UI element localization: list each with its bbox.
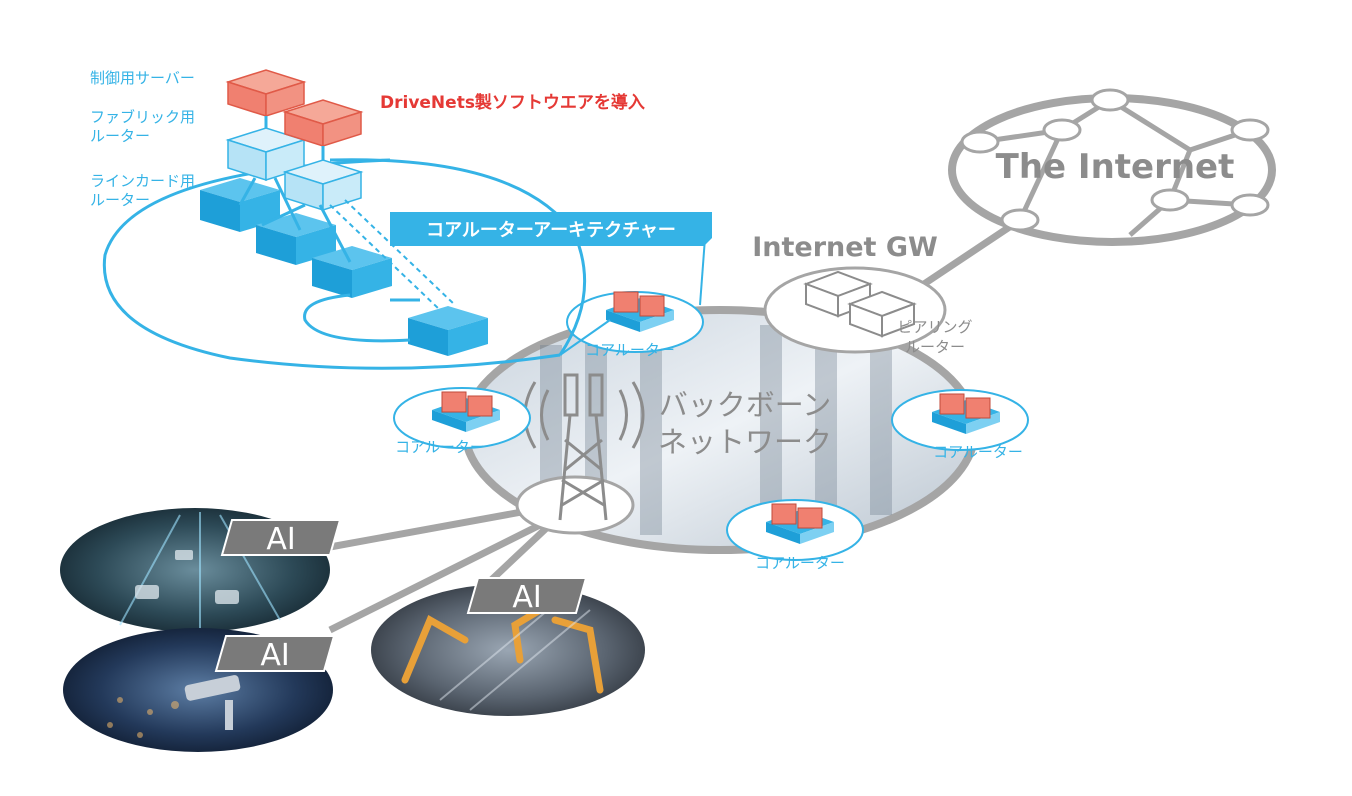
- ai-surveillance-city: AI: [63, 628, 336, 752]
- internet-title: The Internet: [996, 147, 1235, 187]
- peering-label-line1: ピアリング: [897, 318, 972, 336]
- tower-node: [515, 373, 645, 535]
- control-servers: [225, 69, 364, 148]
- core-router-label: コアルーター: [755, 554, 845, 572]
- core-router-bottom: コアルーター: [726, 499, 864, 572]
- peering-label-line2: ルーター: [905, 338, 965, 356]
- backbone-label-line1: バックボーン: [659, 388, 832, 422]
- fabric-router-label-line2: ルーター: [90, 127, 150, 145]
- ai-label: AI: [260, 638, 289, 673]
- internet-cloud: The Internet: [948, 88, 1276, 246]
- fabric-router-label-line1: ファブリック用: [90, 108, 195, 126]
- core-architecture-banner-text: コアルーターアーキテクチャー: [426, 220, 676, 241]
- core-router-label: コアルーター: [395, 438, 485, 456]
- core-router-label: コアルーター: [585, 341, 675, 359]
- ai-autonomous-driving: AI: [60, 508, 342, 632]
- core-router-top: コアルーター: [566, 291, 704, 359]
- core-router-right: コアルーター: [891, 389, 1029, 461]
- core-architecture-callout: コアルーターアーキテクチャー 制御用サーバー ファブリック用 ルーター ラインカ…: [90, 69, 712, 370]
- robot-arm-icon: [401, 606, 604, 694]
- ai-factory-robots: AI: [371, 577, 645, 716]
- core-router-label: コアルーター: [933, 443, 1023, 461]
- linecard-router-label-line1: ラインカード用: [90, 172, 195, 190]
- control-server-label: 制御用サーバー: [90, 69, 195, 87]
- antenna-tower-icon: [523, 373, 645, 521]
- ai-label: AI: [512, 580, 541, 615]
- core-architecture-banner: コアルーターアーキテクチャー: [390, 212, 712, 246]
- ai-label: AI: [266, 522, 295, 557]
- internet-gw: Internet GW ピアリング ルーター: [752, 232, 972, 356]
- drivenets-label: DriveNets製ソフトウエアを導入: [380, 92, 645, 113]
- internet-gw-label: Internet GW: [752, 232, 938, 263]
- core-router-left: コアルーター: [393, 387, 531, 456]
- backbone-label-line2: ネットワーク: [658, 425, 832, 459]
- linecard-router-label-line2: ルーター: [90, 191, 150, 209]
- security-camera-icon: [184, 675, 241, 730]
- linecard-routers: [200, 178, 488, 356]
- peering-router-icon: [803, 270, 917, 338]
